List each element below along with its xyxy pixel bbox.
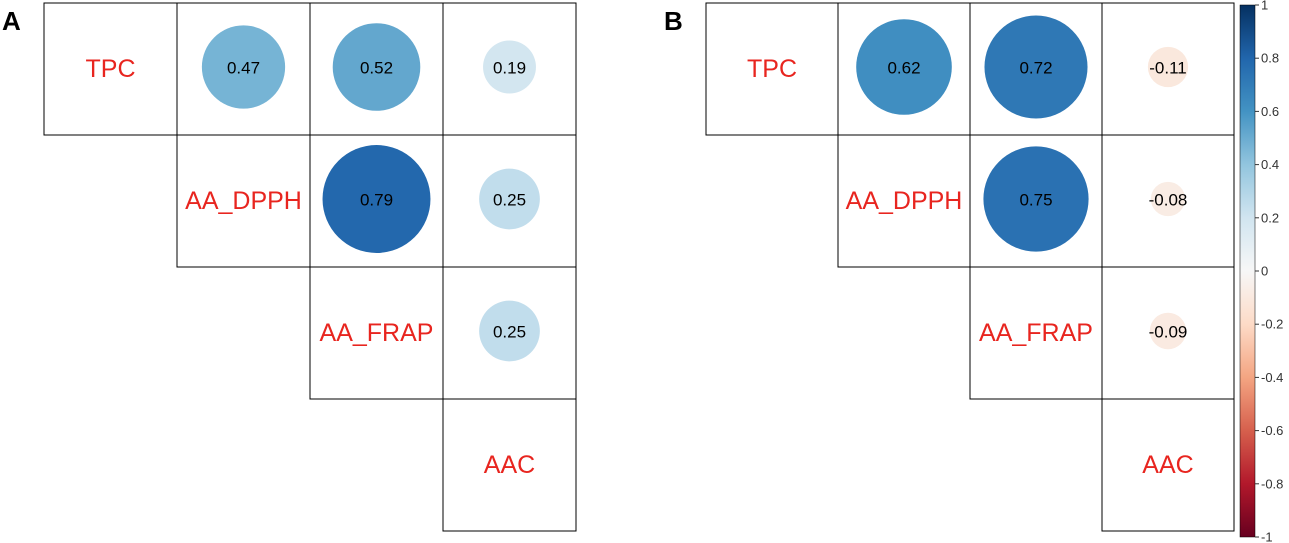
- correlation-circle: [1147, 46, 1189, 88]
- correlation-circle: [1150, 181, 1186, 217]
- correlation-value-label: 0.52: [360, 59, 393, 78]
- correlation-value-label: 0.19: [493, 59, 526, 78]
- colorbar-tick-label: -0.2: [1261, 317, 1283, 332]
- correlation-circle: [201, 25, 286, 109]
- var-label-aac: AAC: [484, 451, 535, 479]
- correlation-circle: [984, 15, 1088, 119]
- correlation-circle: [1149, 312, 1187, 350]
- correlation-value-label: 0.72: [1019, 59, 1052, 78]
- correlation-value-label: 0.47: [227, 59, 260, 78]
- colorbar-tick-label: 0.8: [1261, 51, 1279, 66]
- colorbar-tick-label: 0: [1261, 264, 1268, 279]
- correlation-circle: [983, 146, 1089, 252]
- colorbar-tick-label: 0.6: [1261, 104, 1279, 119]
- correlation-value-label: 0.25: [493, 323, 526, 342]
- correlation-value-label: 0.25: [493, 191, 526, 210]
- colorbar-tick-label: 1: [1261, 0, 1268, 13]
- colorbar-tick-label: 0.4: [1261, 157, 1279, 172]
- colorbar-tick-label: -0.8: [1261, 476, 1283, 491]
- matrix-cell: [1101, 398, 1235, 532]
- var-label-aac: AAC: [1142, 451, 1193, 479]
- correlation-value-label: -0.08: [1149, 191, 1188, 210]
- colorbar-tick-label: -1: [1261, 530, 1273, 543]
- colorbar-tick-label: -0.6: [1261, 423, 1283, 438]
- correlation-value-label: -0.09: [1149, 323, 1188, 342]
- correlation-value-label: 0.79: [360, 191, 393, 210]
- correlation-circle: [322, 145, 431, 253]
- colorbar: 1 0.8 0.6 0.4 0.2 0 -0.2 -0.4 -0.6 -0.8 -1: [1239, 0, 1283, 543]
- correlation-circle: [479, 168, 540, 230]
- panel-a-correlation-matrix: A TPC AA_DPPH AA_FRAP AAC 0.47 0.52 0.19 0.79 0.2…: [2, 2, 577, 532]
- var-label-aa-dpph: AA_DPPH: [185, 187, 302, 215]
- panel-b-correlation-matrix: B TPC AA_DPPH AA_FRAP AAC 0.62 0.72 -0.11 0.75 -0…: [664, 2, 1235, 532]
- correlation-value-label: 0.62: [887, 59, 920, 78]
- correlation-circle: [332, 23, 421, 111]
- var-label-aa-dpph: AA_DPPH: [846, 187, 963, 215]
- matrix-cell: [442, 398, 577, 532]
- correlation-circle: [479, 300, 540, 362]
- var-label-aa-frap: AA_FRAP: [979, 319, 1093, 347]
- correlation-value-label: 0.75: [1019, 191, 1052, 210]
- var-label-tpc: TPC: [747, 55, 797, 83]
- correlation-circle: [856, 19, 952, 115]
- panel-letter: B: [664, 6, 683, 36]
- correlation-value-label: -0.11: [1149, 59, 1187, 78]
- colorbar-gradient: [1239, 4, 1256, 538]
- var-label-aa-frap: AA_FRAP: [320, 319, 434, 347]
- colorbar-tick-label: -0.4: [1261, 370, 1283, 385]
- colorbar-tick-label: 0.2: [1261, 210, 1279, 225]
- panel-letter: A: [2, 6, 21, 36]
- var-label-tpc: TPC: [86, 55, 136, 83]
- correlation-circle: [483, 40, 536, 94]
